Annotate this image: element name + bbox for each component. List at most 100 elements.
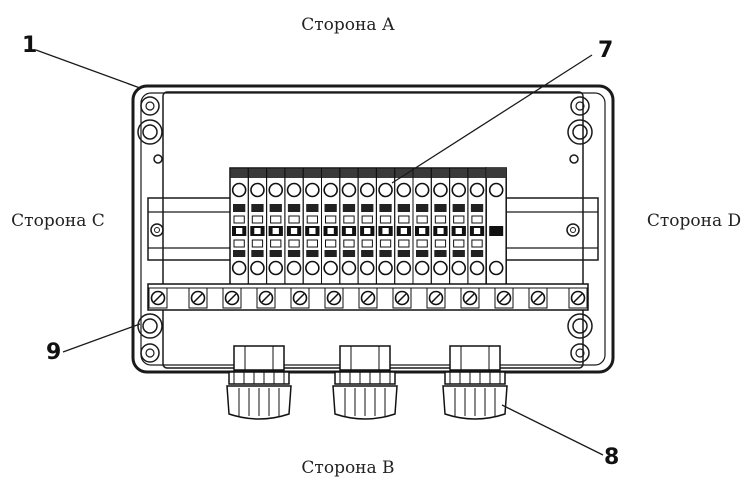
- terminal-screw-bottom: [250, 260, 265, 276]
- end-plate-top: [486, 168, 507, 178]
- terminal-bridge-hole: [437, 228, 444, 234]
- side-a-label: Сторона А: [301, 15, 395, 35]
- terminal: [229, 167, 249, 291]
- terminal-screw-bottom: [341, 260, 357, 276]
- leader-cable-gland: [501, 404, 604, 456]
- end-plate-screw: [488, 182, 504, 198]
- terminal: [321, 167, 341, 291]
- ground-screw-slot: [431, 293, 441, 303]
- callout-9: 9: [46, 340, 61, 365]
- terminal: [412, 167, 432, 291]
- terminal-slot: [306, 204, 319, 212]
- terminal-screw-top: [268, 182, 284, 198]
- side-c-label: Сторона С: [11, 211, 105, 231]
- terminal-screw-top: [250, 182, 265, 198]
- ground-screw-slot: [227, 293, 237, 303]
- terminal-screw-bottom: [268, 260, 284, 276]
- ground-screw: [148, 287, 168, 309]
- terminal-block: [229, 167, 507, 291]
- ground-screw: [358, 287, 378, 309]
- terminal-slot: [416, 250, 429, 257]
- terminal-slot: [470, 250, 484, 257]
- ground-screw: [528, 287, 548, 309]
- terminal-screw-bottom: [286, 260, 302, 276]
- ground-screw: [290, 287, 310, 309]
- terminal-window: [434, 215, 447, 224]
- terminal-window: [361, 215, 373, 224]
- corner-screw-bottom-left: [137, 313, 163, 363]
- terminal-window: [453, 239, 465, 248]
- ground-screw: [256, 287, 276, 309]
- gland-collar: [444, 371, 506, 385]
- callout-8: 8: [604, 445, 619, 470]
- ground-screw: [222, 287, 242, 309]
- leader-ground-bar: [62, 323, 141, 353]
- gland-collar: [228, 371, 290, 385]
- terminal-slot: [397, 250, 410, 257]
- terminal-screw-bottom: [323, 260, 338, 276]
- terminal-window: [416, 239, 428, 248]
- terminal-window: [233, 215, 245, 224]
- end-plate-bridge: [489, 226, 504, 236]
- terminal-bridge-hole: [290, 228, 298, 234]
- cable-gland: [442, 345, 508, 420]
- ground-screw: [494, 287, 514, 309]
- terminal-slot: [324, 250, 337, 257]
- terminal-screw-bottom: [231, 260, 247, 276]
- terminal-bridge-hole: [236, 228, 243, 234]
- terminal-window: [251, 239, 264, 248]
- terminal-slot: [361, 204, 374, 212]
- terminal-slot: [269, 250, 282, 257]
- terminal-screw-top: [433, 182, 448, 198]
- gland-nut: [449, 345, 501, 371]
- terminal-slot: [397, 204, 410, 212]
- terminal-bridge-hole: [364, 228, 371, 234]
- terminal-window: [453, 215, 465, 224]
- terminal-window: [398, 215, 410, 224]
- terminal-window: [398, 239, 410, 248]
- ground-screw: [426, 287, 446, 309]
- terminal-slot: [233, 250, 246, 257]
- terminal-slot: [452, 204, 465, 212]
- terminal-screw-bottom: [305, 260, 320, 276]
- terminal: [339, 167, 359, 291]
- terminal-window: [471, 239, 483, 248]
- ground-screw-slot: [465, 293, 475, 303]
- terminal-slot: [342, 250, 356, 257]
- terminal-window: [379, 215, 392, 224]
- side-b-label: Сторона В: [301, 458, 394, 478]
- terminal-screw-top: [305, 182, 320, 198]
- terminal-window: [270, 215, 282, 224]
- terminal-screw-top: [451, 182, 467, 198]
- terminal-bridge-hole: [473, 228, 481, 234]
- terminal: [430, 167, 451, 291]
- callout-1: 1: [22, 33, 37, 58]
- ground-screw-slot: [193, 293, 203, 303]
- terminal-slot: [379, 250, 392, 257]
- terminal-window: [233, 239, 245, 248]
- terminal-slot: [233, 204, 246, 212]
- terminal-window: [434, 239, 447, 248]
- ground-screw-slot: [397, 293, 407, 303]
- cable-glands: [226, 345, 508, 420]
- terminal: [467, 167, 487, 291]
- end-plate-screw: [488, 260, 504, 276]
- terminal-bridge-hole: [382, 228, 389, 234]
- terminal-slot: [324, 204, 337, 212]
- terminal-slot: [269, 204, 282, 212]
- terminal-screw-top: [323, 182, 338, 198]
- terminal-window: [325, 239, 337, 248]
- ground-screw: [568, 287, 588, 309]
- terminal-window: [343, 215, 355, 224]
- terminal-slot: [251, 204, 264, 212]
- terminal-bridge-hole: [345, 228, 353, 234]
- terminal-window: [416, 215, 428, 224]
- terminal-slot: [434, 204, 447, 212]
- terminal-slot: [287, 204, 301, 212]
- terminal-screw-bottom: [433, 260, 448, 276]
- terminal: [266, 167, 286, 291]
- terminal-slot: [306, 250, 319, 257]
- side-d-label: Сторона D: [647, 211, 741, 231]
- gland-nut: [339, 345, 391, 371]
